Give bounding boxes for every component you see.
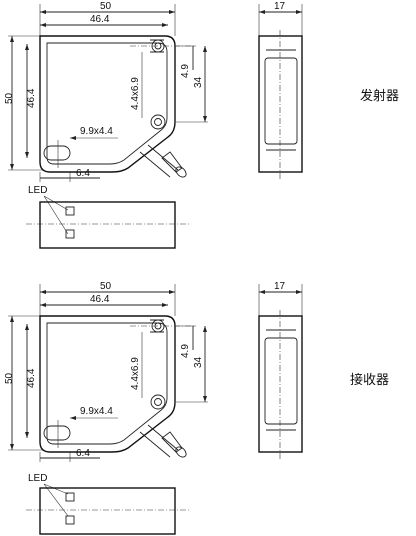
receiver-dim-height-outer: 50 — [4, 372, 15, 384]
emitter-dim-height-outer: 50 — [4, 92, 15, 104]
receiver-dim-hole-slot: 4.4x6.9 — [130, 357, 141, 390]
receiver-led-label: LED — [28, 473, 47, 484]
receiver-dim-slot-bottom: 9.9x4.4 — [80, 406, 113, 417]
receiver-label: 接收器 — [350, 372, 389, 387]
emitter-dim-6-4: 6.4 — [76, 168, 90, 179]
emitter-drawing: 50 46.4 50 46.4 4.4x6.9 4.9 — [4, 1, 399, 249]
emitter-dim-4-9: 4.9 — [180, 64, 191, 78]
emitter-dim-width-outer: 50 — [100, 1, 112, 12]
emitter-dim-34: 34 — [193, 76, 204, 88]
emitter-dim-height-inner: 46.4 — [26, 88, 37, 108]
emitter-dim-slot-bottom: 9.9x4.4 — [80, 126, 113, 137]
receiver-dim-6-4: 6.4 — [76, 448, 90, 459]
emitter-label: 发射器 — [360, 88, 399, 103]
emitter-dim-side-width: 17 — [274, 1, 286, 12]
receiver-dim-side-width: 17 — [274, 281, 286, 292]
emitter-led-label: LED — [28, 185, 47, 196]
receiver-dim-4-9: 4.9 — [180, 344, 191, 358]
receiver-dim-height-inner: 46.4 — [26, 368, 37, 388]
emitter-dim-width-inner: 46.4 — [90, 14, 110, 25]
receiver-dim-width-inner: 46.4 — [90, 294, 110, 305]
receiver-dim-34: 34 — [193, 356, 204, 368]
emitter-dim-hole-slot: 4.4x6.9 — [130, 77, 141, 110]
receiver-drawing: 50 46.4 50 46.4 4.4x6.9 4.9 34 — [4, 281, 389, 535]
receiver-dim-width-outer: 50 — [100, 281, 112, 292]
